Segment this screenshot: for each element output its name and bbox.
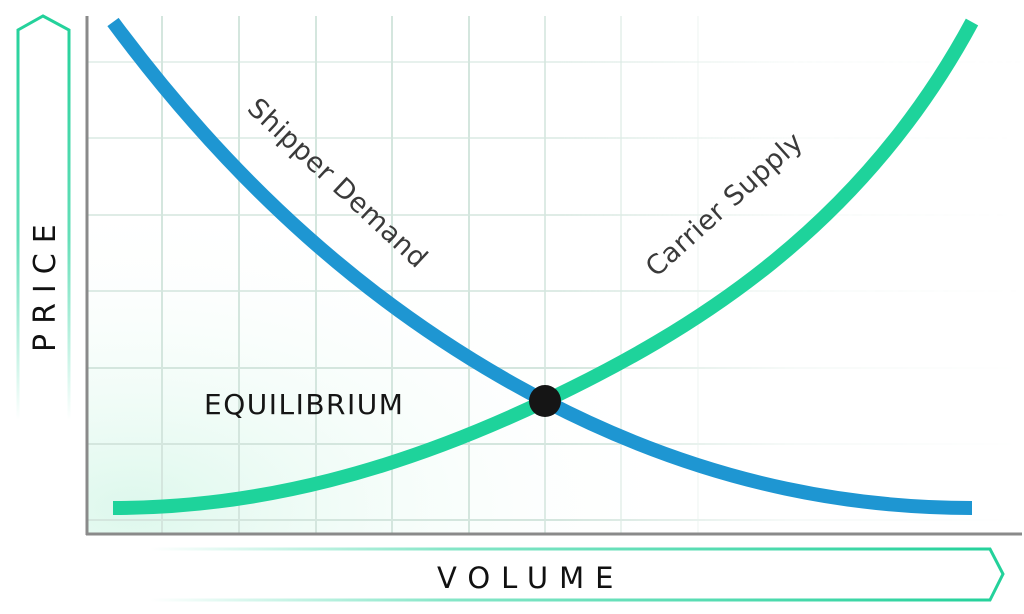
x-axis-arrow-box [150,547,1005,602]
y-axis-arrow-box [16,14,71,420]
y-axis-title: PRICE [28,214,63,352]
equilibrium-label: EQUILIBRIUM [204,388,404,421]
grid [86,16,1022,534]
plot-background-tint [86,16,1022,534]
x-axis-title: VOLUME [437,561,624,595]
equilibrium-point [529,385,561,417]
